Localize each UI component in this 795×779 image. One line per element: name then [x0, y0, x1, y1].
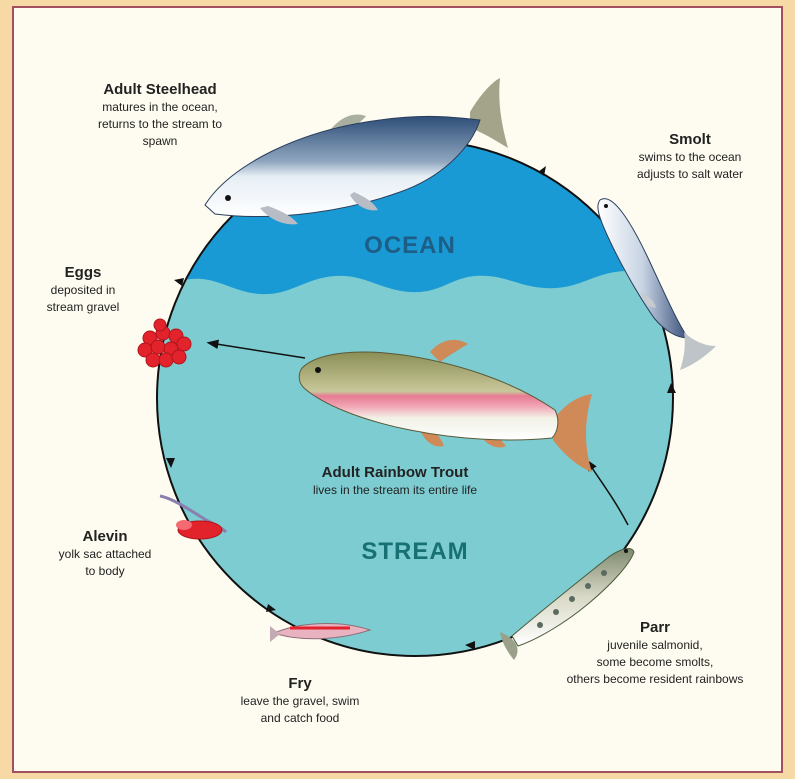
stage-desc: leave the gravel, swim	[200, 693, 400, 710]
stage-title: Alevin	[30, 527, 180, 546]
stage-title: Eggs	[28, 263, 138, 282]
smolt-label: Smolt swims to the ocean adjusts to salt…	[600, 130, 780, 183]
stage-desc: returns to the stream to	[60, 116, 260, 133]
stage-desc: adjusts to salt water	[600, 166, 780, 183]
stage-title: Fry	[200, 674, 400, 693]
stage-desc: matures in the ocean,	[60, 99, 260, 116]
stage-desc: and catch food	[200, 710, 400, 727]
stage-title: Parr	[540, 618, 770, 637]
stage-title: Adult Steelhead	[60, 80, 260, 99]
stage-desc: others become resident rainbows	[540, 671, 770, 688]
stage-desc: lives in the stream its entire life	[265, 482, 525, 499]
stage-title: Smolt	[600, 130, 780, 149]
stage-desc: swims to the ocean	[600, 149, 780, 166]
stage-desc: deposited in	[28, 282, 138, 299]
stage-desc: to body	[30, 563, 180, 580]
eggs-label: Eggs deposited in stream gravel	[28, 263, 138, 316]
parr-label: Parr juvenile salmonid, some become smol…	[540, 618, 770, 688]
adult-rainbow-trout-label: Adult Rainbow Trout lives in the stream …	[265, 463, 525, 499]
alevin-label: Alevin yolk sac attached to body	[30, 527, 180, 580]
ocean-label: OCEAN	[340, 232, 480, 260]
stage-desc: some become smolts,	[540, 654, 770, 671]
stage-desc: juvenile salmonid,	[540, 637, 770, 654]
stage-desc: spawn	[60, 133, 260, 150]
stage-title: Adult Rainbow Trout	[265, 463, 525, 482]
stage-desc: stream gravel	[28, 299, 138, 316]
adult-steelhead-label: Adult Steelhead matures in the ocean, re…	[60, 80, 260, 150]
stream-label: STREAM	[330, 538, 500, 566]
fry-label: Fry leave the gravel, swim and catch foo…	[200, 674, 400, 727]
stage-desc: yolk sac attached	[30, 546, 180, 563]
